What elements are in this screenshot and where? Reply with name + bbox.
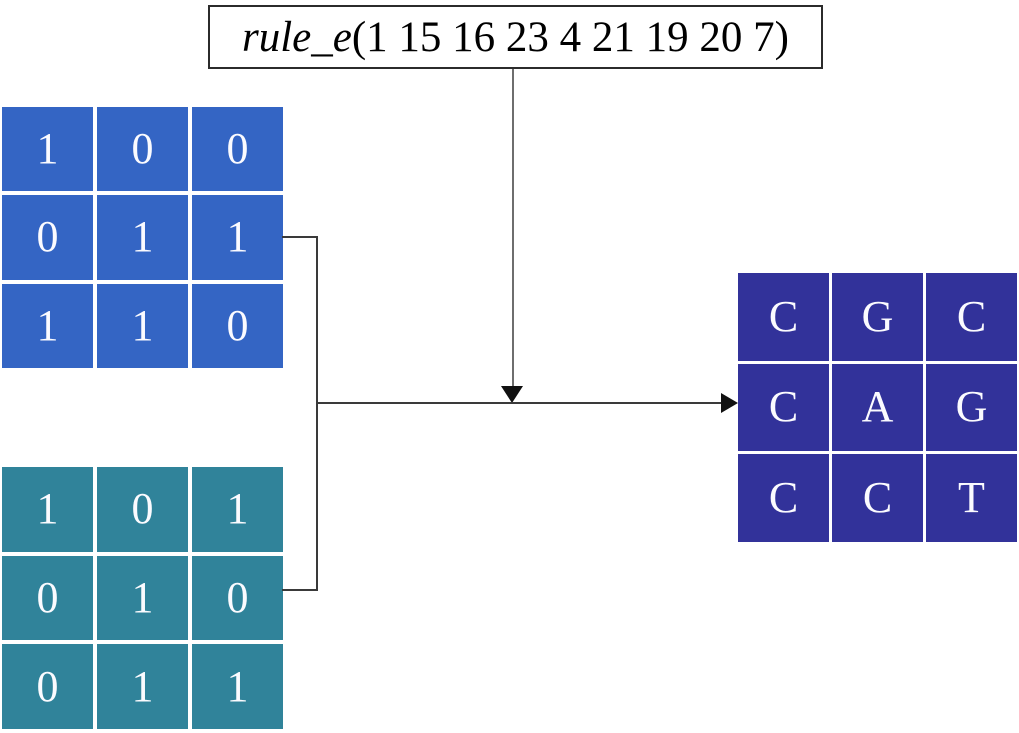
output-grid-cell-r2c3: G (926, 363, 1017, 452)
output-grid-cell-r1c2: G (832, 273, 923, 361)
input-grid-2-cell-r2c3: 0 (192, 555, 283, 641)
input-grid-1-cell-r3c1: 1 (2, 283, 93, 368)
bracket-vertical-line (316, 236, 318, 591)
rule-drop-line (512, 69, 514, 388)
input-grid-1-cell-r1c2: 0 (97, 107, 188, 192)
rule-args: (1 15 16 23 4 21 19 20 7) (351, 13, 789, 61)
input-grid-2-cell-r3c2: 1 (97, 644, 188, 729)
input-grid-1-cell-r3c3: 0 (192, 283, 283, 368)
bracket-stub-top (282, 236, 318, 238)
output-grid-cell-r2c1: C (738, 363, 829, 452)
input-grid-2-cell-r3c1: 0 (2, 644, 93, 729)
rule-name: rule_e (242, 13, 352, 61)
input-grid-2-cell-r3c3: 1 (192, 644, 283, 729)
arrowhead-down-icon (501, 386, 523, 403)
input-grid-2-cell-r1c1: 1 (2, 467, 93, 552)
rule-label-box: rule_e(1 15 16 23 4 21 19 20 7) (208, 5, 823, 69)
output-grid-cell-r3c3: T (926, 454, 1017, 542)
output-grid-cell-r1c3: C (926, 273, 1017, 361)
output-grid-cell-r1c1: C (738, 273, 829, 361)
input-grid-1-cell-r3c2: 1 (97, 283, 188, 368)
output-grid-cell-r3c1: C (738, 454, 829, 542)
input-grid-2-cell-r2c1: 0 (2, 555, 93, 641)
main-arrow-line (316, 402, 724, 404)
input-grid-1-cell-r1c3: 0 (192, 107, 283, 192)
input-grid-2-cell-r1c2: 0 (97, 467, 188, 552)
input-grid-1-cell-r2c3: 1 (192, 195, 283, 280)
output-grid-cell-r3c2: C (832, 454, 923, 542)
arrowhead-right-icon (721, 393, 738, 413)
output-grid-cell-r2c2: A (832, 363, 923, 452)
input-grid-1-cell-r2c1: 0 (2, 195, 93, 280)
input-grid-1-cell-r1c1: 1 (2, 107, 93, 192)
input-grid-2-cell-r1c3: 1 (192, 467, 283, 552)
input-grid-2-cell-r2c2: 1 (97, 555, 188, 641)
input-grid-1-cell-r2c2: 1 (97, 195, 188, 280)
bracket-stub-bottom (282, 589, 318, 591)
